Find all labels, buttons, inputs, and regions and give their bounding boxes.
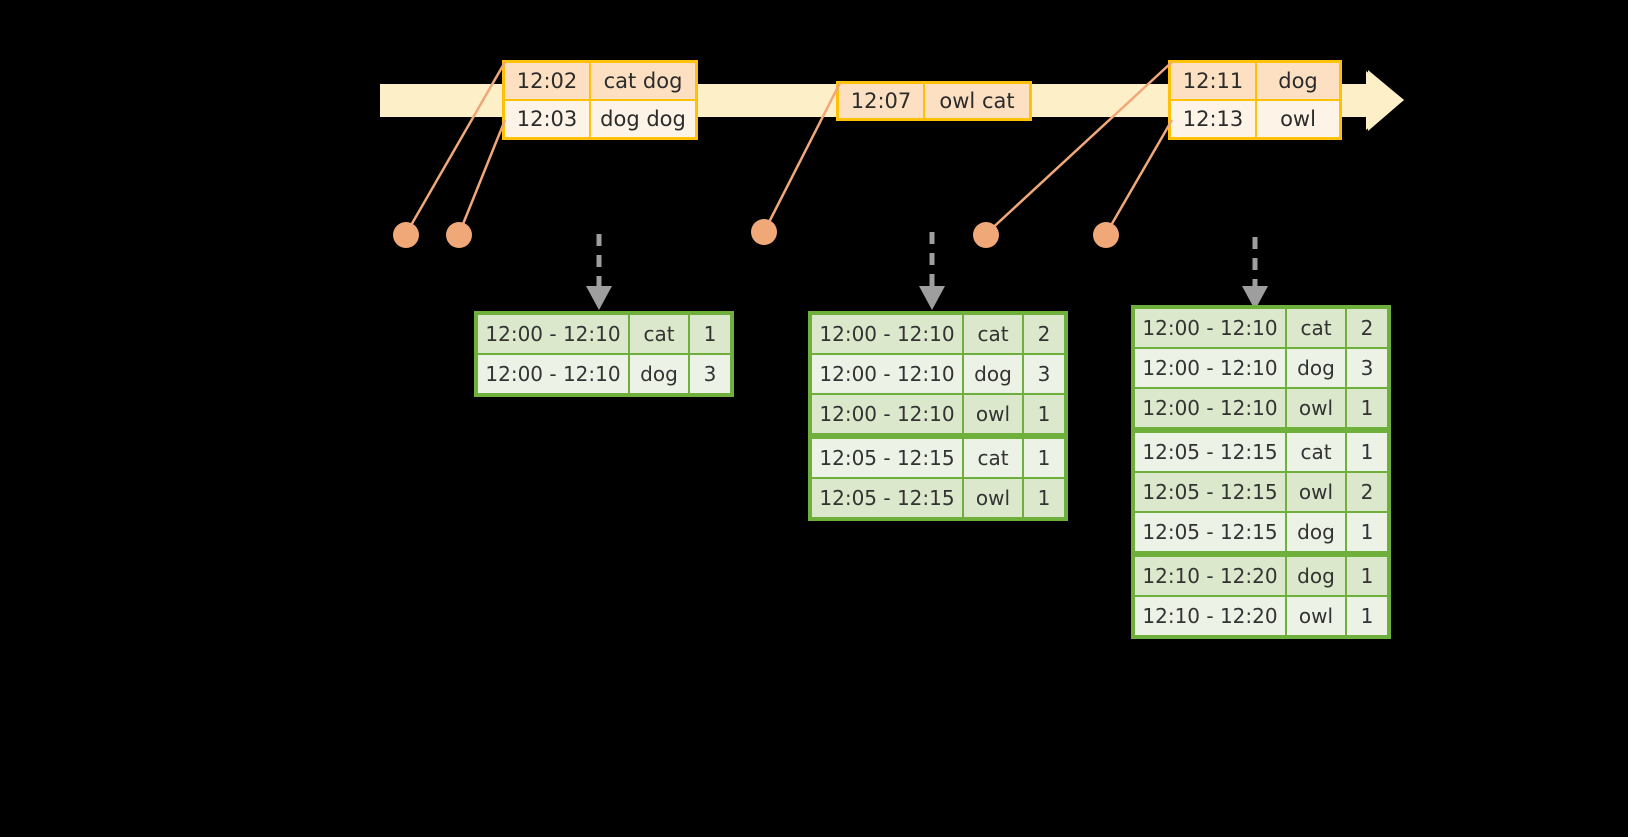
window-cell: 12:00 - 12:10	[478, 355, 628, 393]
word-cell: owl	[1287, 389, 1345, 427]
window-cell: 12:05 - 12:15	[812, 479, 962, 517]
event-group-2[interactable]: 12:07 owl cat	[836, 81, 1032, 121]
event-dot-1202[interactable]	[393, 222, 419, 248]
window-cell: 12:05 - 12:15	[812, 439, 962, 477]
event-group-1[interactable]: 12:02 cat dog 12:03 dog dog	[502, 60, 698, 140]
emit-arrow-2-head	[919, 286, 945, 310]
event-time: 12:07	[839, 84, 925, 118]
word-cell: cat	[1287, 433, 1345, 471]
word-cell: dog	[1287, 557, 1345, 595]
event-group-3[interactable]: 12:11 dog 12:13 owl	[1168, 60, 1342, 140]
count-cell: 1	[690, 315, 730, 353]
count-cell: 1	[1347, 597, 1387, 635]
window-cell: 12:00 - 12:10	[812, 395, 962, 433]
count-cell: 1	[1347, 433, 1387, 471]
window-cell: 12:05 - 12:15	[1135, 473, 1285, 511]
count-cell: 1	[1024, 439, 1064, 477]
window-cell: 12:05 - 12:15	[1135, 513, 1285, 551]
word-cell: cat	[964, 315, 1022, 353]
word-cell: dog	[1287, 513, 1345, 551]
event-words: dog dog	[600, 107, 686, 131]
event-time: 12:03	[505, 101, 591, 137]
window-cell: 12:05 - 12:15	[1135, 433, 1285, 471]
window-cell: 12:10 - 12:20	[1135, 597, 1285, 635]
word-cell: dog	[1287, 349, 1345, 387]
event-dot-1207[interactable]	[751, 219, 777, 245]
word-cell: owl	[1287, 597, 1345, 635]
emit-arrow-1-head	[586, 286, 612, 310]
word-cell: owl	[1287, 473, 1345, 511]
count-cell: 1	[1024, 479, 1064, 517]
event-words: owl cat	[939, 89, 1015, 113]
event-words: dog	[1278, 69, 1318, 93]
count-cell: 3	[1024, 355, 1064, 393]
event-time: 12:02	[505, 63, 591, 99]
event-dot-1211[interactable]	[973, 222, 999, 248]
count-cell: 1	[1347, 513, 1387, 551]
event-time: 12:13	[1171, 101, 1257, 137]
window-cell: 12:00 - 12:10	[1135, 309, 1285, 347]
window-cell: 12:00 - 12:10	[1135, 389, 1285, 427]
event-dot-1213[interactable]	[1093, 222, 1119, 248]
word-cell: owl	[964, 479, 1022, 517]
window-cell: 12:00 - 12:10	[478, 315, 628, 353]
count-cell: 3	[690, 355, 730, 393]
word-cell: dog	[964, 355, 1022, 393]
event-words: owl	[1280, 107, 1316, 131]
event-words: cat dog	[603, 69, 683, 93]
word-cell: cat	[964, 439, 1022, 477]
count-cell: 3	[1347, 349, 1387, 387]
event-row: 12:11 dog	[1171, 63, 1339, 99]
event-dot-1203[interactable]	[446, 222, 472, 248]
window-cell: 12:00 - 12:10	[1135, 349, 1285, 387]
event-row: 12:07 owl cat	[839, 84, 1029, 118]
connector-line-1203	[457, 119, 507, 235]
count-cell: 1	[1347, 557, 1387, 595]
count-cell: 1	[1024, 395, 1064, 433]
word-cell: owl	[964, 395, 1022, 433]
event-row: 12:03 dog dog	[505, 99, 695, 137]
word-cell: cat	[630, 315, 688, 353]
event-row: 12:02 cat dog	[505, 63, 695, 99]
event-time: 12:11	[1171, 63, 1257, 99]
window-cell: 12:00 - 12:10	[812, 315, 962, 353]
window-cell: 12:00 - 12:10	[812, 355, 962, 393]
word-cell: cat	[1287, 309, 1345, 347]
count-cell: 2	[1024, 315, 1064, 353]
connector-line-1213	[1104, 119, 1174, 235]
event-row: 12:13 owl	[1171, 99, 1339, 137]
count-cell: 2	[1347, 309, 1387, 347]
count-cell: 2	[1347, 473, 1387, 511]
window-cell: 12:10 - 12:20	[1135, 557, 1285, 595]
count-cell: 1	[1347, 389, 1387, 427]
word-cell: dog	[630, 355, 688, 393]
